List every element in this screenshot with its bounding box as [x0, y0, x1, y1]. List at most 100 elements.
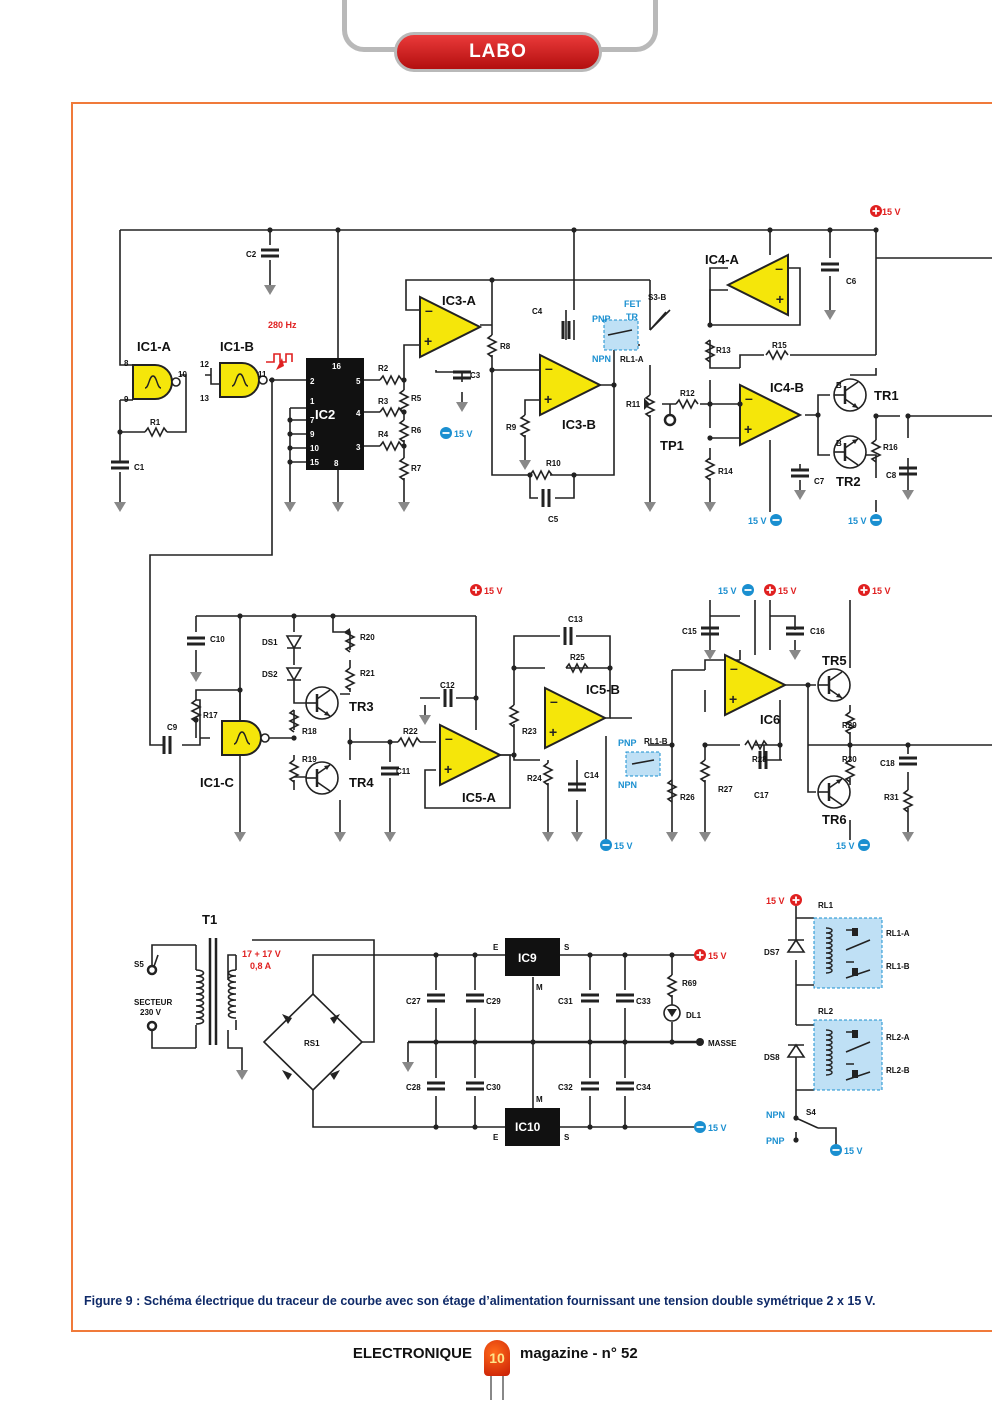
resistor	[399, 419, 409, 443]
bridge-rectifier-rs1	[282, 1014, 340, 1080]
resistor	[705, 457, 715, 481]
resistor	[765, 350, 789, 360]
label-r24: R24	[527, 774, 542, 783]
label-c15: C15	[682, 627, 697, 636]
resistor	[667, 974, 677, 998]
label-npn-mid: NPN	[618, 780, 637, 790]
figure-caption: Figure 9 : Schéma électrique du traceur …	[84, 1294, 876, 1308]
opamp-ic5a	[439, 724, 501, 786]
label-tr-switch: TR	[626, 312, 638, 322]
opamp-ic6	[724, 654, 786, 716]
potentiometer-wiper	[644, 398, 650, 410]
capacitor	[784, 626, 806, 636]
label-npn-s4: NPN	[766, 1110, 785, 1120]
label-c30: C30	[486, 1083, 501, 1092]
label-r15: R15	[772, 341, 787, 350]
label-rl2: RL2	[818, 1007, 834, 1016]
resistor	[700, 759, 710, 783]
ic2-pin-2: 2	[310, 377, 315, 386]
nand-gate-ic1a	[132, 364, 181, 400]
capacitor	[259, 248, 281, 258]
label-minus15-ic6: 15 V	[718, 586, 737, 596]
label-secteur: SECTEUR	[134, 998, 172, 1007]
magazine-name: ELECTRONIQUE	[352, 1345, 472, 1362]
masse-terminal	[696, 1038, 704, 1046]
opamp-ic3b	[539, 354, 601, 416]
label-tr2: TR2	[836, 474, 861, 489]
ic2-pin-15: 15	[310, 458, 319, 467]
label-c9: C9	[167, 723, 178, 732]
label-minus15-psu: 15 V	[708, 1123, 727, 1133]
section-label: LABO	[394, 32, 602, 72]
relay-contact-rl1b	[625, 751, 661, 777]
transistor-tr4	[304, 760, 340, 796]
page-footer: ELECTRONIQUE 10 magazine - n° 52	[0, 1338, 992, 1400]
label-c12: C12	[440, 681, 455, 690]
top-dots	[117, 227, 911, 478]
capacitor	[563, 625, 573, 647]
label-r14: R14	[718, 467, 733, 476]
label-r11: R11	[626, 400, 641, 409]
label-r12: R12	[680, 389, 695, 398]
label-plus15-relay: 15 V	[766, 896, 785, 906]
arrow-icon	[276, 358, 284, 370]
ic9-regulator	[505, 938, 560, 976]
diode-ds2	[285, 667, 303, 682]
label-230v: 230 V	[140, 1008, 162, 1017]
resistor	[529, 470, 553, 480]
label-tr6: TR6	[822, 812, 847, 827]
label-r3: R3	[378, 397, 389, 406]
capacitor	[541, 487, 551, 509]
label-r1: R1	[150, 418, 161, 427]
label-c5: C5	[548, 515, 559, 524]
pin-12: 12	[200, 360, 209, 369]
label-t1: T1	[202, 912, 217, 927]
capacitor	[897, 756, 919, 766]
resistor	[520, 414, 530, 438]
label-s3b: S3-B	[648, 293, 666, 302]
label-e-ic10: E	[493, 1133, 499, 1142]
label-tp1: TP1	[660, 438, 684, 453]
label-c1: C1	[134, 463, 145, 472]
label-s5: S5	[134, 960, 144, 969]
label-c7: C7	[814, 477, 825, 486]
ic2-pin-5: 5	[356, 377, 361, 386]
relay-coil-icon	[825, 1029, 833, 1076]
label-rl1a-top: RL1-A	[620, 355, 644, 364]
label-rl1a: RL1-A	[886, 929, 910, 938]
label-c32: C32	[558, 1083, 573, 1092]
label-r31: R31	[884, 793, 899, 802]
diode-ds7	[786, 938, 806, 953]
label-c3: C3	[470, 371, 481, 380]
label-ic2: IC2	[315, 407, 335, 422]
relay-rl2	[813, 1019, 883, 1091]
label-r27: R27	[718, 785, 733, 794]
ic2-chip	[306, 358, 364, 470]
capacitor	[109, 460, 131, 470]
label-fet: FET	[624, 299, 642, 309]
label-c34: C34	[636, 1083, 651, 1092]
label-minus15-ic4: 15 V	[748, 516, 767, 526]
label-c4: C4	[532, 307, 543, 316]
label-plus15-tr5: 15 V	[872, 586, 891, 596]
label-ic6: IC6	[760, 712, 780, 727]
label-ic1a: IC1-A	[137, 339, 172, 354]
label-r9: R9	[506, 423, 517, 432]
label-r25: R25	[570, 653, 585, 662]
resistor	[144, 427, 168, 437]
label-c27: C27	[406, 997, 421, 1006]
led-lead	[502, 1376, 504, 1400]
label-tr4: TR4	[349, 775, 374, 790]
transistor-tr6	[816, 774, 852, 810]
resistor	[345, 667, 355, 691]
label-c11: C11	[396, 767, 411, 776]
label-ic10: IC10	[515, 1120, 541, 1134]
label-r21: R21	[360, 669, 375, 678]
label-r29: R29	[842, 721, 857, 730]
label-c10: C10	[210, 635, 225, 644]
label-rl2b: RL2-B	[886, 1066, 910, 1075]
label-17-17v: 17 + 17 V	[242, 949, 281, 959]
ic10-regulator	[505, 1108, 560, 1146]
led-lead	[490, 1376, 492, 1400]
opamp-ic5b	[544, 687, 606, 749]
